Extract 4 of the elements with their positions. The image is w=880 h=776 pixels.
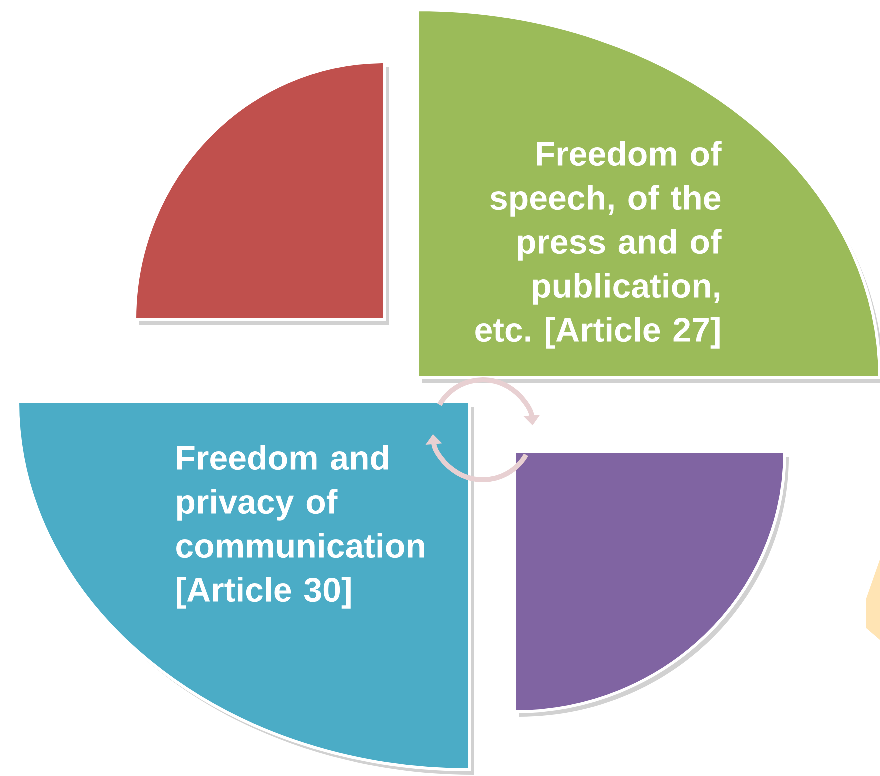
- quarter-circle-sector: Freedom and privacy of communication [Article 30]: [16, 400, 474, 775]
- quarter-circle-sector: [514, 450, 789, 717]
- quarter-circle-sector: [134, 60, 389, 325]
- quarter-circle-sector: Freedom of speech, of the press and of publication, etc. [Article 27]: [416, 8, 880, 383]
